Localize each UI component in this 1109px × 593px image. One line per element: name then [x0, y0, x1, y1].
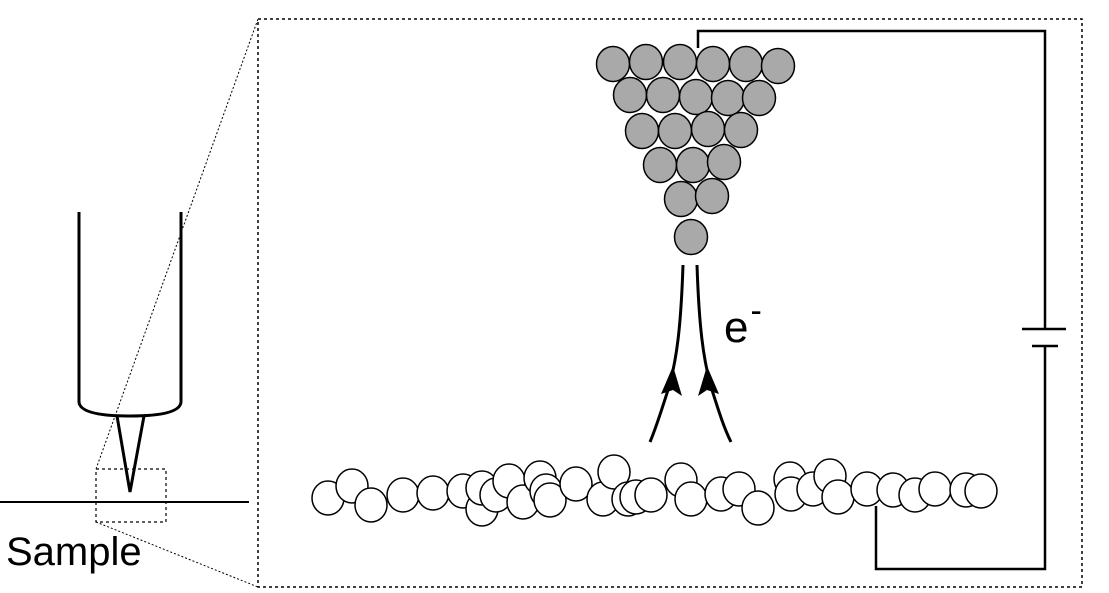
- electron-symbol: e: [724, 303, 749, 352]
- tip-atom: [612, 76, 648, 114]
- sample-atom: [533, 482, 567, 518]
- tip-atom: [624, 112, 660, 150]
- probe-overview: [77, 212, 183, 493]
- sample-atom: [821, 479, 855, 515]
- tip-atom: [706, 143, 742, 181]
- tip-atom: [673, 218, 709, 256]
- electron-flow: [648, 264, 733, 443]
- tunneling-line-right: [695, 264, 733, 443]
- tip-atom: [694, 177, 730, 215]
- sample-atom: [559, 466, 593, 502]
- sample-label: Sample: [6, 530, 142, 574]
- tip-atom-cluster: [595, 43, 796, 256]
- tip-atom: [595, 45, 631, 83]
- circuit-wire-top: [696, 29, 1047, 329]
- tip-atom: [663, 180, 699, 218]
- tip-atom: [710, 79, 746, 117]
- tip-atom: [628, 43, 664, 81]
- sample-atom: [674, 481, 708, 517]
- tip-atom: [728, 45, 764, 83]
- sample-atom: [386, 477, 420, 513]
- probe-tip: [115, 415, 146, 493]
- electron-label: e-: [724, 294, 762, 352]
- tip-atom: [662, 43, 698, 81]
- circuit: [696, 29, 1066, 571]
- tip-atom: [642, 146, 678, 184]
- tunneling-line-left: [648, 264, 685, 443]
- zoom-line-top: [95, 18, 259, 470]
- tip-atom: [645, 76, 681, 114]
- tip-atom: [741, 79, 777, 117]
- tip-atom: [657, 112, 693, 150]
- tip-atom: [760, 47, 796, 85]
- tip-atom: [678, 78, 714, 116]
- zoom-region-box: [95, 468, 167, 523]
- electron-charge-superscript: -: [750, 292, 762, 330]
- sample-atom: [741, 490, 775, 526]
- sample-atom: [416, 475, 450, 511]
- sample-atom: [918, 471, 952, 507]
- tip-atom: [723, 111, 759, 149]
- tip-atom: [695, 45, 731, 83]
- circuit-wire-bottom: [874, 346, 1047, 571]
- probe-holder: [77, 212, 183, 418]
- tip-atom: [675, 146, 711, 184]
- zoom-line-bottom: [95, 521, 259, 588]
- arrowhead-left: [661, 366, 682, 396]
- tip-atom: [690, 110, 726, 148]
- sample-atom: [634, 477, 668, 513]
- sample-atom: [964, 473, 998, 509]
- sample-atom: [597, 454, 631, 490]
- arrowhead-right: [698, 366, 719, 396]
- sample-atom-layer: [311, 454, 998, 527]
- sample-atom: [354, 487, 388, 523]
